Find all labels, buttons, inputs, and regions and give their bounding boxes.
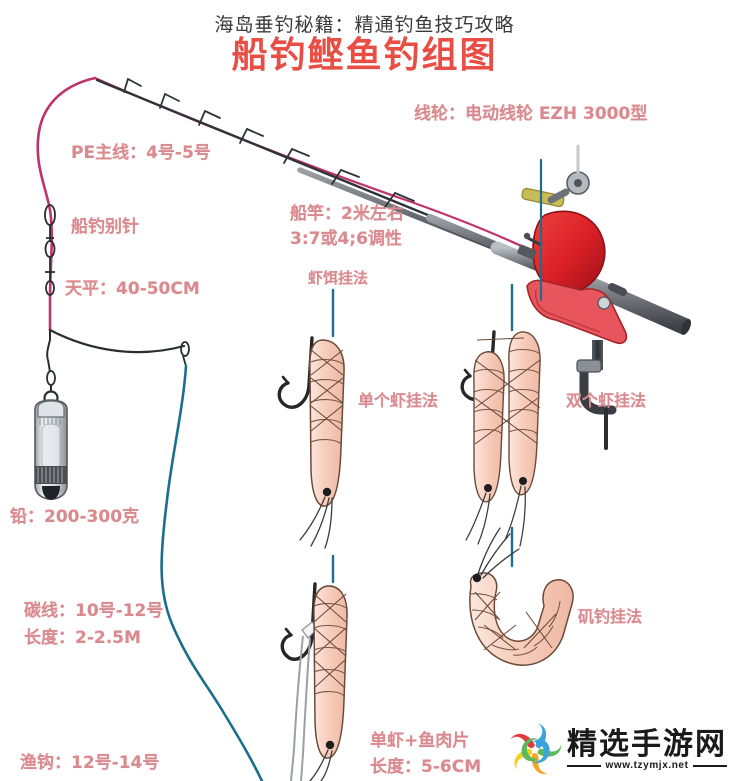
watermark-rule-left: [567, 764, 602, 767]
carbon-leader-line-art: [160, 364, 264, 781]
label-shrimp-fish-line1: 单虾+鱼肉片: [370, 731, 470, 751]
rig-drop-lines-art: [331, 158, 543, 584]
boat-fishing-pin-art: [44, 204, 56, 296]
watermark-text: 精选手游网 www.tzymjx.net: [567, 726, 728, 772]
label-lead-sinker: 铅：200-300克: [10, 507, 140, 527]
label-shrimp-bait-method: 虾饵挂法: [308, 269, 369, 287]
brand-logo-icon: [510, 723, 561, 774]
page-title: 海岛垂钓秘籍：精通钓鱼技巧攻略: [214, 14, 515, 36]
watermark: 精选手游网 www.tzymjx.net: [506, 721, 728, 779]
label-boat-pin: 船钓别针: [71, 217, 139, 237]
label-reel: 线轮：电动线轮 EZH 3000型: [414, 104, 648, 124]
diagram-title: 船钓鲣鱼钓组图: [231, 35, 498, 76]
label-single-shrimp: 单个虾挂法: [358, 391, 439, 410]
label-balance-arm: 天平：40-50CM: [65, 279, 200, 299]
balance-arm-art: [46, 328, 190, 367]
label-pe-main-line: PE主线：4号-5号: [71, 143, 211, 163]
shrimp-plus-fish-strip-rig-art: [280, 582, 348, 781]
rock-fishing-shrimp-art: [469, 527, 574, 666]
double-shrimp-rig-art: [460, 330, 541, 547]
label-double-shrimp: 双个虾挂法: [566, 391, 647, 410]
label-rod-line2: 3:7或4;6调性: [290, 229, 402, 249]
watermark-url: www.tzymjx.net: [605, 760, 689, 772]
label-rod-line1: 船竿：2米左右: [290, 204, 404, 224]
rod-trigger-clamp-art: [526, 279, 628, 450]
single-shrimp-rig-art: [277, 336, 345, 549]
watermark-url-row: www.tzymjx.net: [567, 760, 728, 772]
lead-sinker-art: [34, 359, 68, 500]
label-rock-fishing: 矶钓挂法: [578, 607, 643, 626]
watermark-rule-right: [692, 764, 728, 767]
label-shrimp-fish-line2: 长度：5-6CM: [370, 757, 482, 777]
electric-reel-art: [517, 144, 606, 294]
watermark-brand: 精选手游网: [567, 726, 727, 762]
label-carbon-length: 长度：2-2.5M: [24, 628, 141, 648]
label-fish-hook: 渔钩：12号-14号: [20, 753, 160, 773]
label-carbon-line: 碳线：10号-12号: [24, 601, 164, 621]
